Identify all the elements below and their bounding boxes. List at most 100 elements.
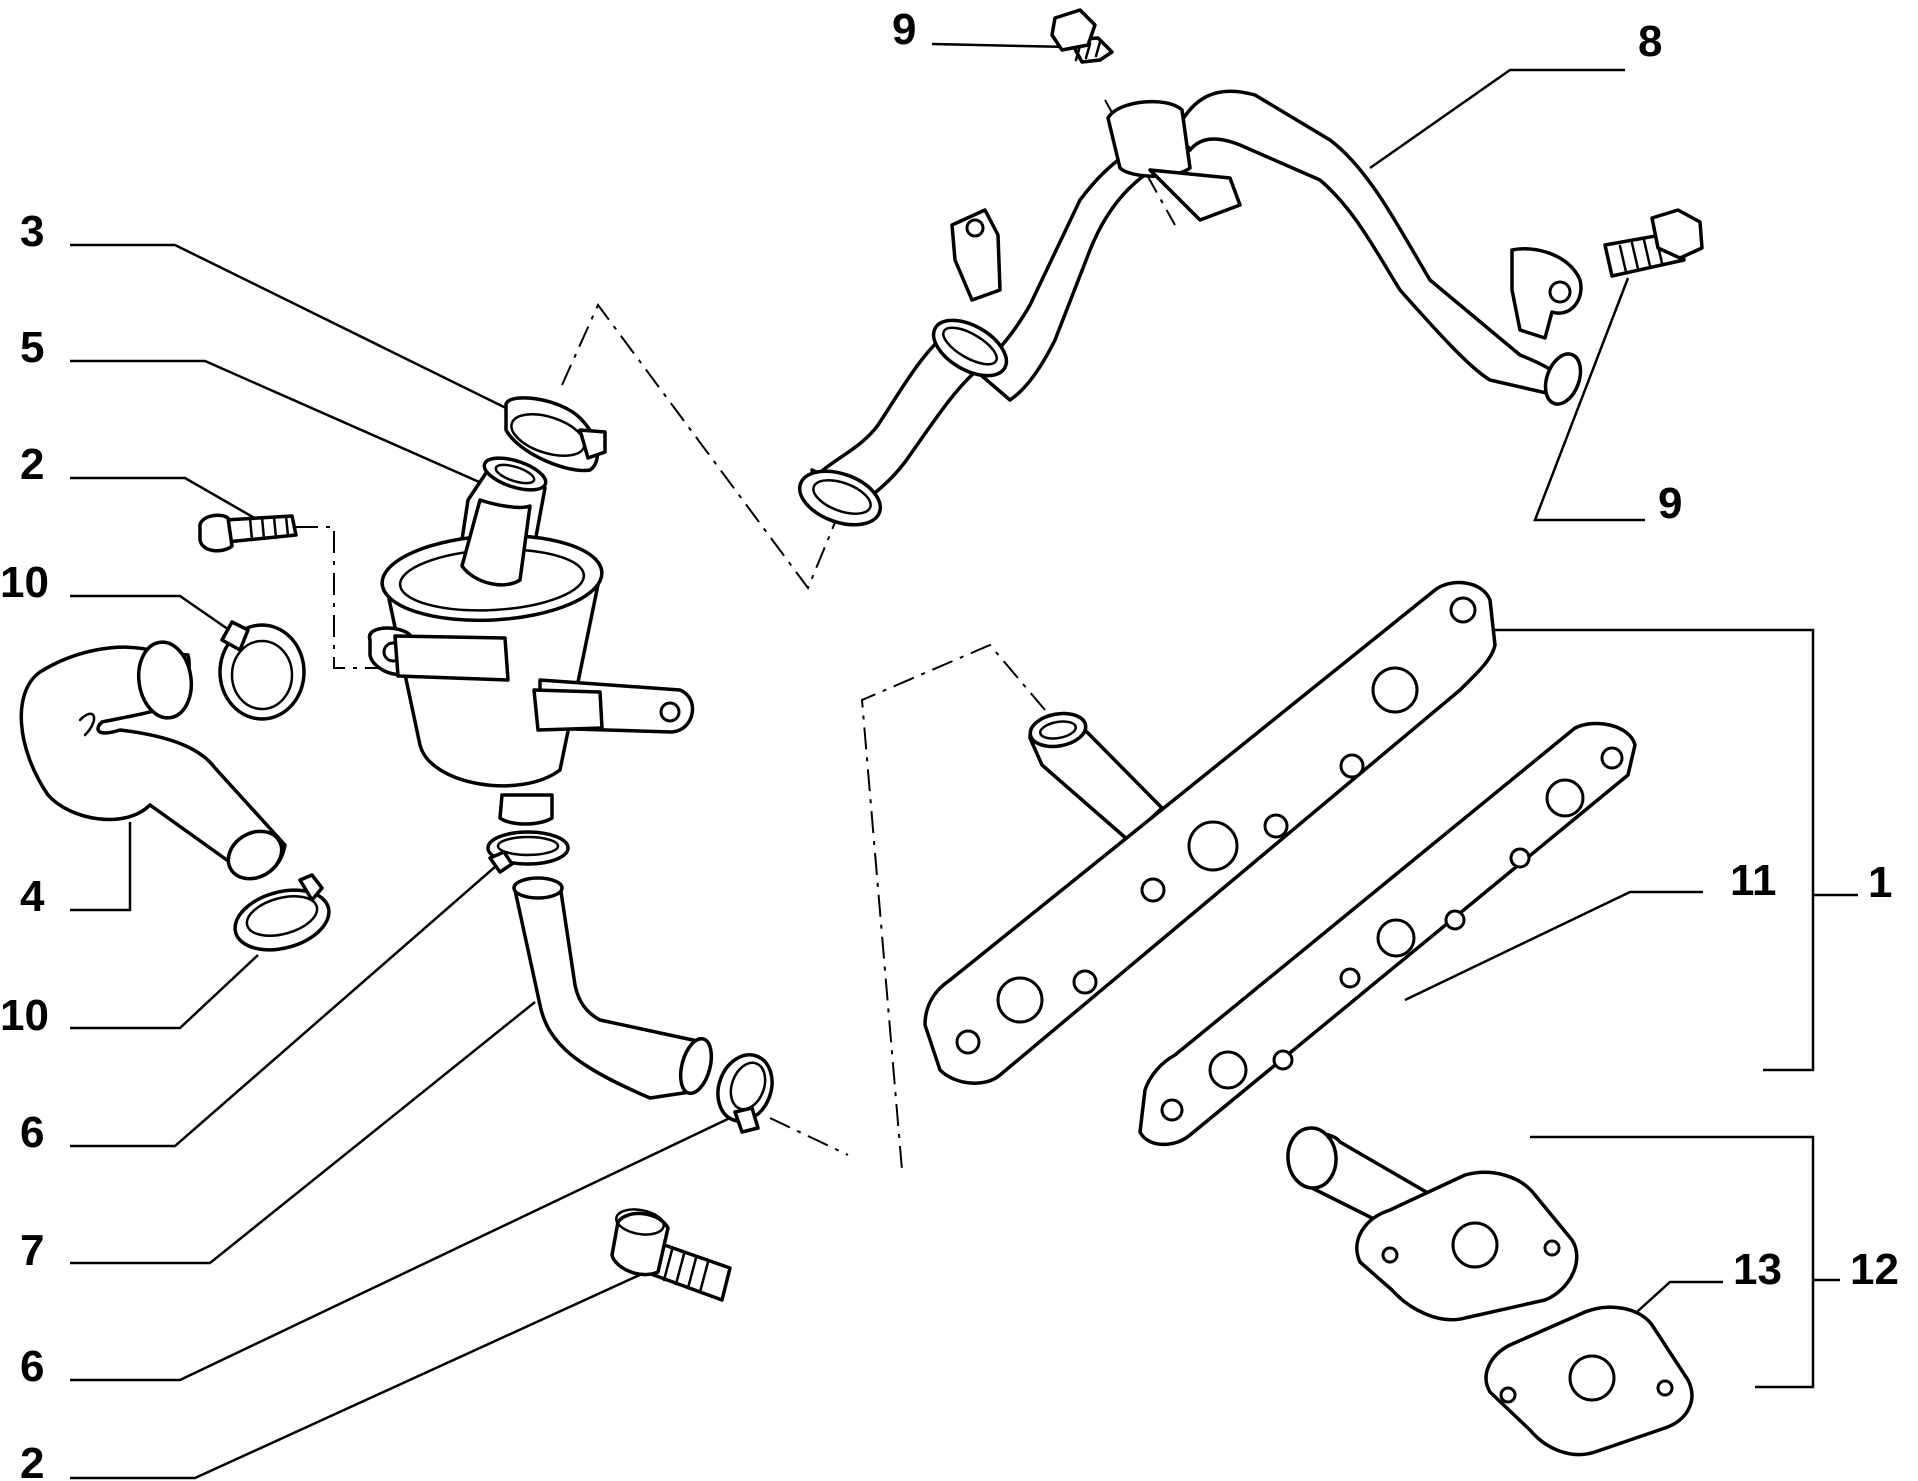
callout-labels: 3 5 2 10 4 10 6 7 6 2 9 8 9 11 1 13 12 [0, 5, 1899, 1481]
leader-5 [70, 359, 487, 487]
hose-4-end-upper [136, 640, 194, 720]
plate-1-hole-4 [1263, 813, 1289, 839]
hose-4-end-lower [226, 829, 284, 881]
gasket-11-hole-7 [1272, 1049, 1294, 1071]
leader-9-right [1533, 277, 1645, 522]
clamp-10-lower [233, 873, 331, 952]
bolt-2-lower-head [610, 1211, 670, 1277]
callout-9-right: 9 [1658, 479, 1682, 528]
bolt-2-lower [610, 1208, 732, 1302]
callout-3: 3 [20, 207, 44, 256]
pipe-8 [797, 89, 1583, 527]
clamp-10-upper [218, 620, 306, 721]
separator-5-neck-front [460, 498, 532, 587]
leader-13 [1627, 1280, 1723, 1321]
callout-2-lower: 2 [20, 1439, 44, 1481]
axis-line-clamp-lower [769, 1117, 849, 1156]
clamp-10-lower-inner [245, 895, 319, 937]
bolt-2-lower-thread [662, 1248, 710, 1294]
flange-12-hole-center [1451, 1221, 1499, 1269]
gasket-13-hole-center [1568, 1354, 1616, 1402]
bolt-9-right-thread [1618, 235, 1664, 274]
bolt-9-right [1603, 208, 1704, 278]
callout-7: 7 [20, 1226, 44, 1275]
callout-4: 4 [20, 872, 45, 921]
gasket-13-hole-right [1656, 1379, 1674, 1397]
pipe-8-hose-clamp [931, 318, 1009, 378]
gasket-11-hole-9 [1160, 1098, 1184, 1122]
center-lines [296, 99, 1176, 1171]
clamp-6-lower-inner [729, 1061, 767, 1111]
gasket-11 [1138, 721, 1637, 1147]
leader-2-lower [70, 1266, 656, 1480]
pipe-8-branch-port [1148, 168, 1242, 222]
axis-line-bolt-upper [296, 526, 378, 669]
hose-4 [19, 640, 287, 881]
pipe-8-hose-clamp-inner [942, 326, 998, 366]
plate-1-hole-2 [1371, 666, 1419, 714]
plate-1-hole-1 [1449, 596, 1477, 624]
gasket-11-hole-4 [1444, 909, 1466, 931]
gasket-11-hole-6 [1339, 967, 1361, 989]
leader-9-top [931, 42, 1071, 49]
separator-5-outlet [498, 793, 554, 826]
flange-12-hole-left [1381, 1246, 1399, 1264]
pipe-8-hose-end [797, 469, 883, 527]
separator-5 [367, 456, 695, 826]
leader-10-lower [70, 954, 259, 1030]
callout-10-lower: 10 [0, 991, 49, 1040]
gasket-11-hole-1 [1600, 746, 1624, 770]
plate-1-hole-5 [1187, 820, 1239, 872]
separator-5-band-left [393, 634, 510, 682]
flange-12-hole-right [1543, 1239, 1561, 1257]
leader-3 [70, 243, 511, 412]
bolt-9-top-head [1050, 8, 1097, 52]
hose-7-end-bottom [678, 1036, 714, 1096]
plate-1-hole-9 [955, 1029, 981, 1055]
gasket-13 [1484, 1305, 1694, 1457]
plate-1-hole-3 [1339, 753, 1365, 779]
callout-9-top: 9 [892, 5, 916, 54]
leader-8 [1369, 68, 1625, 170]
callout-2-upper: 2 [20, 440, 44, 489]
bolt-2-upper-head [198, 513, 234, 553]
clamp-3-tab [578, 428, 607, 460]
leader-11 [1404, 890, 1703, 1002]
leader-2-upper [70, 476, 259, 522]
hose-7 [512, 876, 714, 1100]
pipe-8-right-bracket-hole [1548, 280, 1572, 304]
bolt-2-lower-head-face [615, 1208, 665, 1236]
pipe-8-right-end [1543, 352, 1583, 406]
clamp-3 [504, 396, 607, 473]
leader-6-upper [70, 865, 497, 1148]
leader-7 [70, 1001, 536, 1265]
gasket-11-hole-5 [1376, 918, 1416, 958]
leader-6-lower [70, 1115, 733, 1382]
plate-1-hole-8 [996, 976, 1044, 1024]
hose-7-end-top [512, 876, 564, 900]
leader-1-bracket [1488, 628, 1815, 1072]
pipe-8-left-tube [973, 133, 1192, 402]
plate-1-stub-pipe-bore [1038, 720, 1078, 740]
gasket-11-hole-3 [1509, 847, 1531, 869]
clamp-10-lower-tab [298, 873, 324, 902]
callout-1: 1 [1868, 858, 1892, 907]
gasket-11-hole-2 [1545, 778, 1585, 818]
pipe-8-hose-end-bore [812, 479, 872, 515]
callout-8: 8 [1638, 17, 1662, 66]
clamp-6-lower-tab [733, 1106, 760, 1134]
separator-5-ear-right-hole [659, 701, 681, 723]
flange-12-pipe-end [1286, 1126, 1338, 1190]
hose-7-body [513, 883, 704, 1100]
callout-6-upper: 6 [20, 1108, 44, 1157]
callout-12: 12 [1850, 1245, 1899, 1294]
callout-6-lower: 6 [20, 1342, 44, 1391]
callout-11: 11 [1730, 856, 1777, 905]
leader-4 [70, 822, 132, 912]
pipe-8-junction-housing [1106, 99, 1192, 178]
leader-lines [70, 42, 1858, 1480]
clamp-6-lower [716, 1053, 774, 1134]
pipe-8-main-tube [1168, 89, 1572, 397]
callout-13: 13 [1733, 1245, 1782, 1294]
